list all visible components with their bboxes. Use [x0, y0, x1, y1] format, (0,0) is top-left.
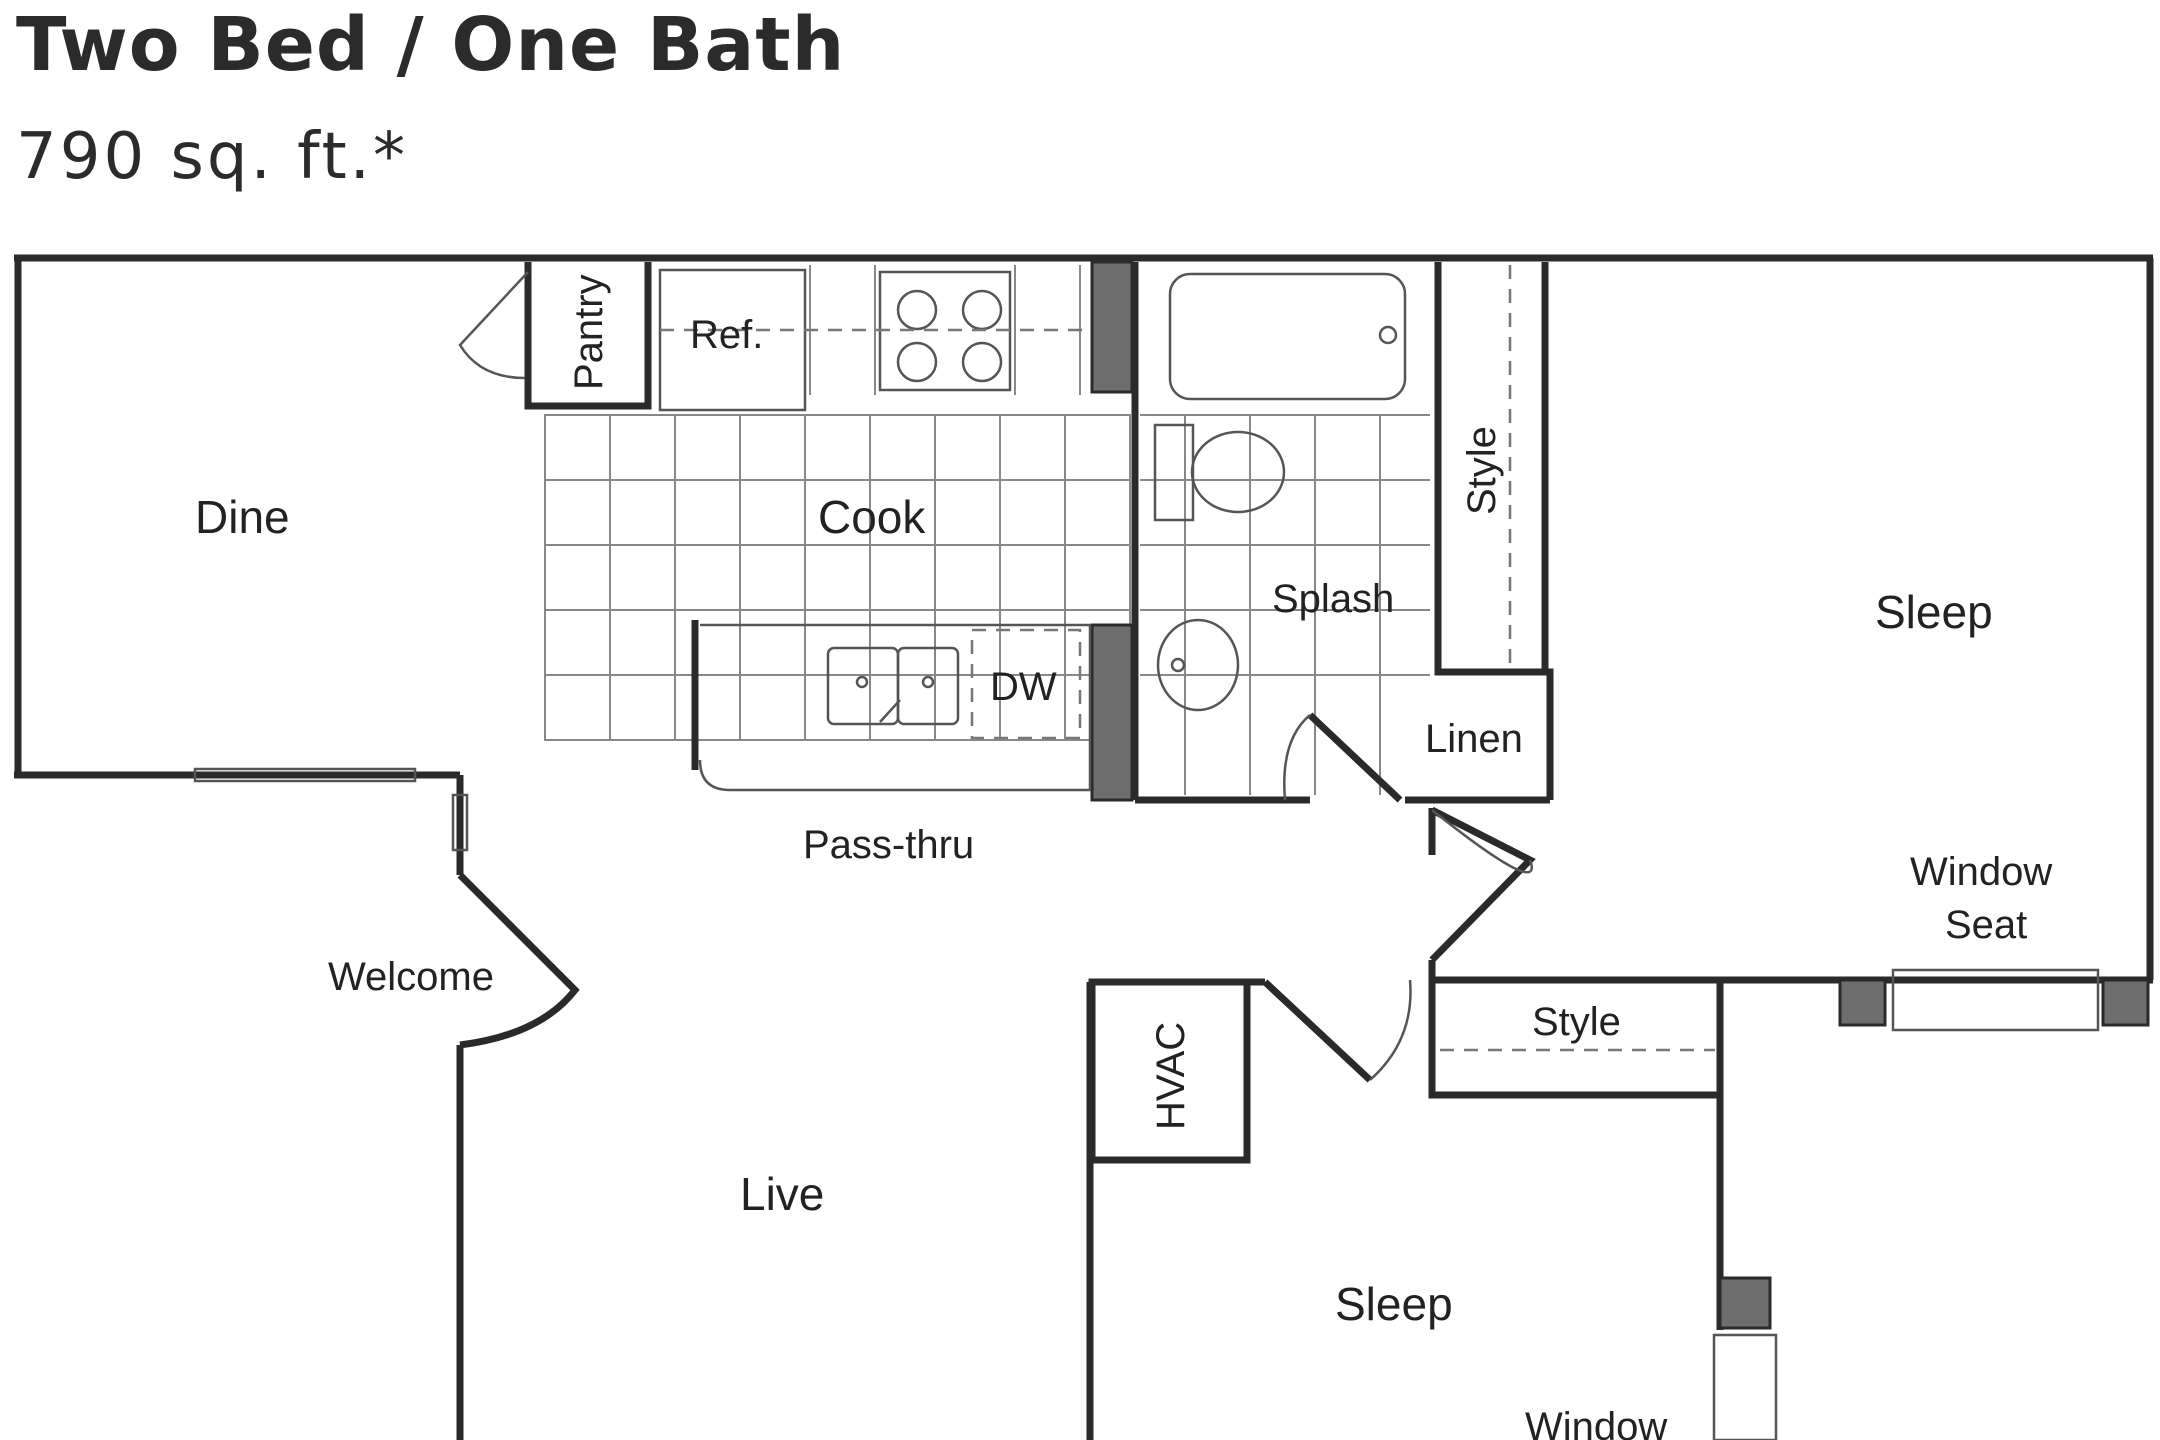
room-labels: Dine Cook Pantry Ref. DW Pass-thru Welco…	[195, 274, 2052, 1440]
room-label-dw: DW	[990, 665, 1057, 709]
room-label-live: Live	[740, 1168, 824, 1220]
walls	[14, 254, 2154, 1440]
fixtures	[658, 265, 1715, 1052]
plan-area: 790 sq. ft.*	[16, 120, 408, 194]
doors	[457, 271, 1536, 1083]
room-label-style-bottom: Style	[1532, 1000, 1621, 1044]
room-label-window-seat-line2: Seat	[1945, 903, 2027, 947]
room-label-pass-thru: Pass-thru	[803, 823, 974, 867]
plan-title: Two Bed / One Bath	[16, 2, 846, 88]
room-label-pantry: Pantry	[567, 274, 611, 390]
room-label-cook: Cook	[818, 491, 926, 543]
room-label-welcome: Welcome	[328, 955, 494, 999]
room-label-ref: Ref.	[690, 313, 763, 357]
bath-tile-grid	[1140, 414, 1430, 795]
room-label-dine: Dine	[195, 491, 290, 543]
room-label-sleep-second: Sleep	[1335, 1278, 1453, 1330]
room-label-window-seat-line1: Window	[1910, 850, 2052, 894]
room-label-window-bottom: Window	[1525, 1405, 1667, 1440]
room-label-linen: Linen	[1425, 717, 1523, 761]
structural-columns	[1090, 260, 2150, 1330]
room-label-splash: Splash	[1272, 577, 1394, 621]
room-label-sleep-main: Sleep	[1875, 586, 1993, 638]
room-label-style-top: Style	[1460, 426, 1504, 515]
room-label-hvac: HVAC	[1149, 1022, 1193, 1130]
windows	[193, 767, 2100, 1440]
